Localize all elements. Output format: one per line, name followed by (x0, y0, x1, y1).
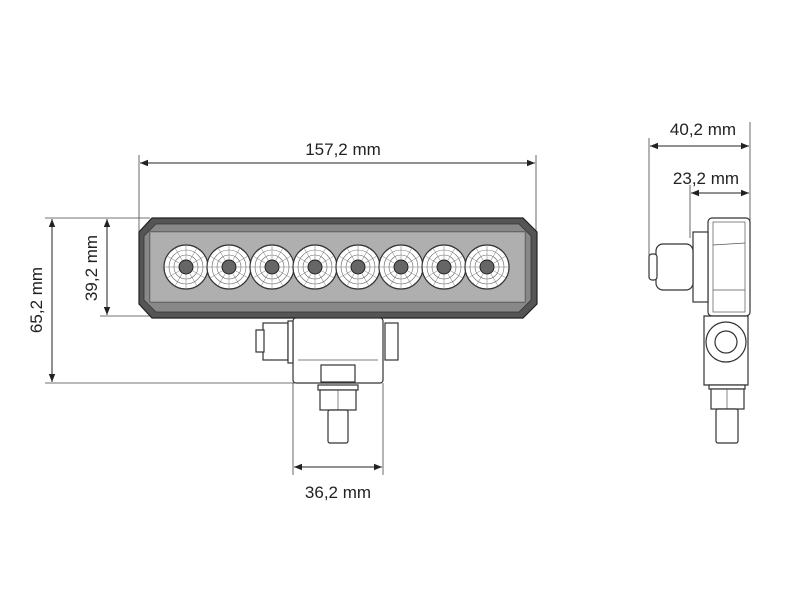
led-row (163, 244, 510, 290)
led-lens (206, 244, 252, 290)
front-view: 157,2 mm 39,2 mm 65,2 mm 36,2 mm (27, 140, 538, 502)
led-lens (163, 244, 209, 290)
led-lens (421, 244, 467, 290)
led-lens (464, 244, 510, 290)
left-nut (262, 322, 289, 361)
lens-height-label: 39,2 mm (82, 235, 101, 301)
housing-depth-label: 23,2 mm (673, 169, 739, 188)
connector (655, 243, 694, 291)
led-lens (335, 244, 381, 290)
total-height-label: 65,2 mm (27, 267, 46, 333)
led-lens (249, 244, 295, 290)
led-lens (292, 244, 338, 290)
mount-bolt (327, 409, 349, 444)
side-housing (707, 217, 751, 317)
width-label: 157,2 mm (305, 140, 381, 159)
right-nut (384, 322, 399, 361)
side-view: 40,2 mm 23,2 mm (648, 120, 751, 444)
bracket-width-label: 36,2 mm (305, 483, 371, 502)
side-bolt (715, 408, 739, 444)
center-nut (320, 364, 356, 383)
side-depth-label: 40,2 mm (670, 120, 736, 139)
side-nut (710, 388, 745, 410)
led-lens (378, 244, 424, 290)
